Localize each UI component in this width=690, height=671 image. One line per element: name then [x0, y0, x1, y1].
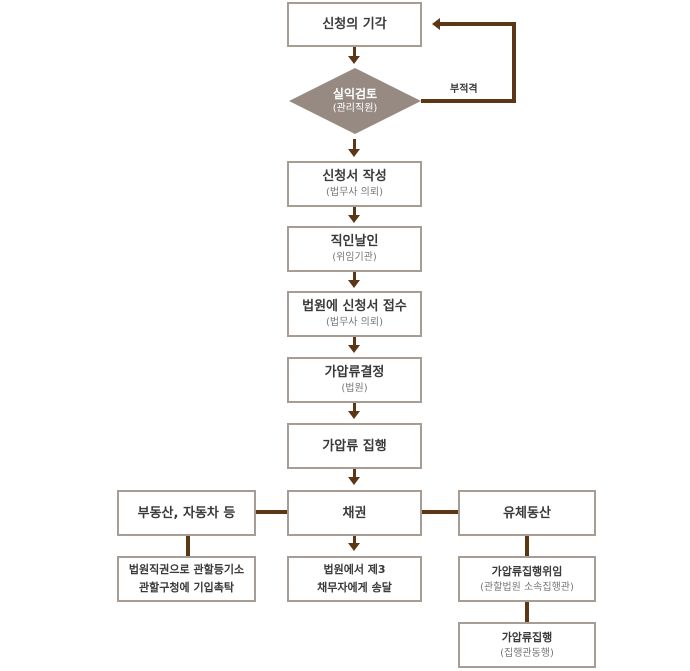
connector-right — [422, 510, 458, 514]
node-court-filing: 법원에 신청서 접수 (법무사 의뢰) — [287, 291, 422, 337]
node-claims: 채권 — [287, 490, 422, 536]
arrow-head-6 — [348, 411, 360, 419]
arrow-head-4 — [348, 280, 360, 288]
node-execution-delegation-label: 가압류집행위임 — [491, 565, 563, 578]
loop-label-rejected: 부적격 — [450, 84, 478, 95]
connector-left — [256, 510, 287, 514]
node-execution-delegation: 가압류집행위임 (관할법원 소속집행관) — [458, 556, 596, 602]
connector-left-down — [186, 536, 190, 556]
loop-line-vertical — [512, 22, 516, 103]
node-seal-stamp: 직인날인 (위임기관) — [287, 226, 422, 272]
node-claims-label: 채권 — [342, 505, 367, 521]
node-seizure-with-officer-sub: (집행관동행) — [500, 648, 554, 659]
decision-review-label: 실익검토 — [332, 86, 378, 101]
node-movable-property: 유체동산 — [458, 490, 596, 536]
loop-line-horizontal-bottom — [421, 99, 516, 103]
node-registry-request: 법원직권으로 관할등기소 관할구청에 기입촉탁 — [117, 556, 256, 602]
arrow-shaft-4 — [353, 272, 356, 281]
node-application-rejected: 신청의 기각 — [287, 2, 422, 47]
connector-right-final — [525, 602, 529, 622]
decision-review: 실익검토 (관리직원) — [289, 68, 421, 134]
node-application-rejected-label: 신청의 기각 — [322, 17, 387, 32]
arrow-shaft-7 — [353, 469, 356, 478]
node-court-filing-sub: (법무사 의뢰) — [326, 317, 383, 328]
arrow-shaft-center — [353, 536, 356, 544]
node-third-party-service: 법원에서 제3 채무자에게 송달 — [287, 556, 422, 602]
node-court-filing-label: 법원에 신청서 접수 — [302, 299, 407, 314]
loop-line-horizontal-top — [440, 22, 516, 26]
node-seizure-with-officer-label: 가압류집행 — [501, 631, 553, 644]
node-registry-request-line1: 법원직권으로 관할등기소 — [128, 563, 245, 576]
node-seizure-decision-sub: (법원) — [341, 383, 368, 394]
node-third-party-service-line1: 법원에서 제3 — [323, 563, 386, 576]
arrow-head-5 — [348, 345, 360, 353]
node-real-estate: 부동산, 자동차 등 — [117, 490, 256, 536]
arrow-shaft-6 — [353, 403, 356, 412]
node-seizure-with-officer: 가압류집행 (집행관동행) — [458, 622, 596, 668]
node-seal-stamp-sub: (위임기관) — [332, 252, 377, 263]
node-third-party-service-line2: 채무자에게 송달 — [317, 581, 392, 594]
arrow-shaft-5 — [353, 337, 356, 346]
node-write-application-label: 신청서 작성 — [322, 169, 387, 184]
node-seal-stamp-label: 직인날인 — [330, 234, 379, 249]
connector-right-down — [525, 536, 529, 556]
node-registry-request-line2: 관할구청에 기입촉탁 — [139, 581, 234, 594]
node-seizure-decision: 가압류결정 (법원) — [287, 357, 422, 403]
loop-arrowhead — [432, 18, 440, 30]
arrow-head-3 — [348, 215, 360, 223]
node-seizure-execution-label: 가압류 집행 — [322, 438, 387, 454]
arrow-shaft-3 — [353, 207, 356, 216]
node-write-application: 신청서 작성 (법무사 의뢰) — [287, 161, 422, 207]
node-seizure-execution: 가압류 집행 — [287, 423, 422, 469]
node-execution-delegation-sub: (관할법원 소속집행관) — [480, 582, 574, 593]
decision-review-sub: (관리직원) — [332, 102, 378, 114]
node-real-estate-label: 부동산, 자동차 등 — [137, 505, 236, 521]
arrow-head-center — [348, 543, 360, 551]
arrow-head-1 — [348, 56, 360, 64]
node-movable-property-label: 유체동산 — [503, 505, 551, 521]
node-seizure-decision-label: 가압류결정 — [324, 365, 385, 380]
arrow-shaft-2 — [353, 139, 356, 149]
arrow-head-2 — [348, 149, 360, 157]
arrow-head-7 — [348, 477, 360, 485]
decision-diamond-shape — [289, 68, 421, 134]
node-write-application-sub: (법무사 의뢰) — [326, 187, 383, 198]
arrow-shaft-1 — [353, 47, 356, 56]
